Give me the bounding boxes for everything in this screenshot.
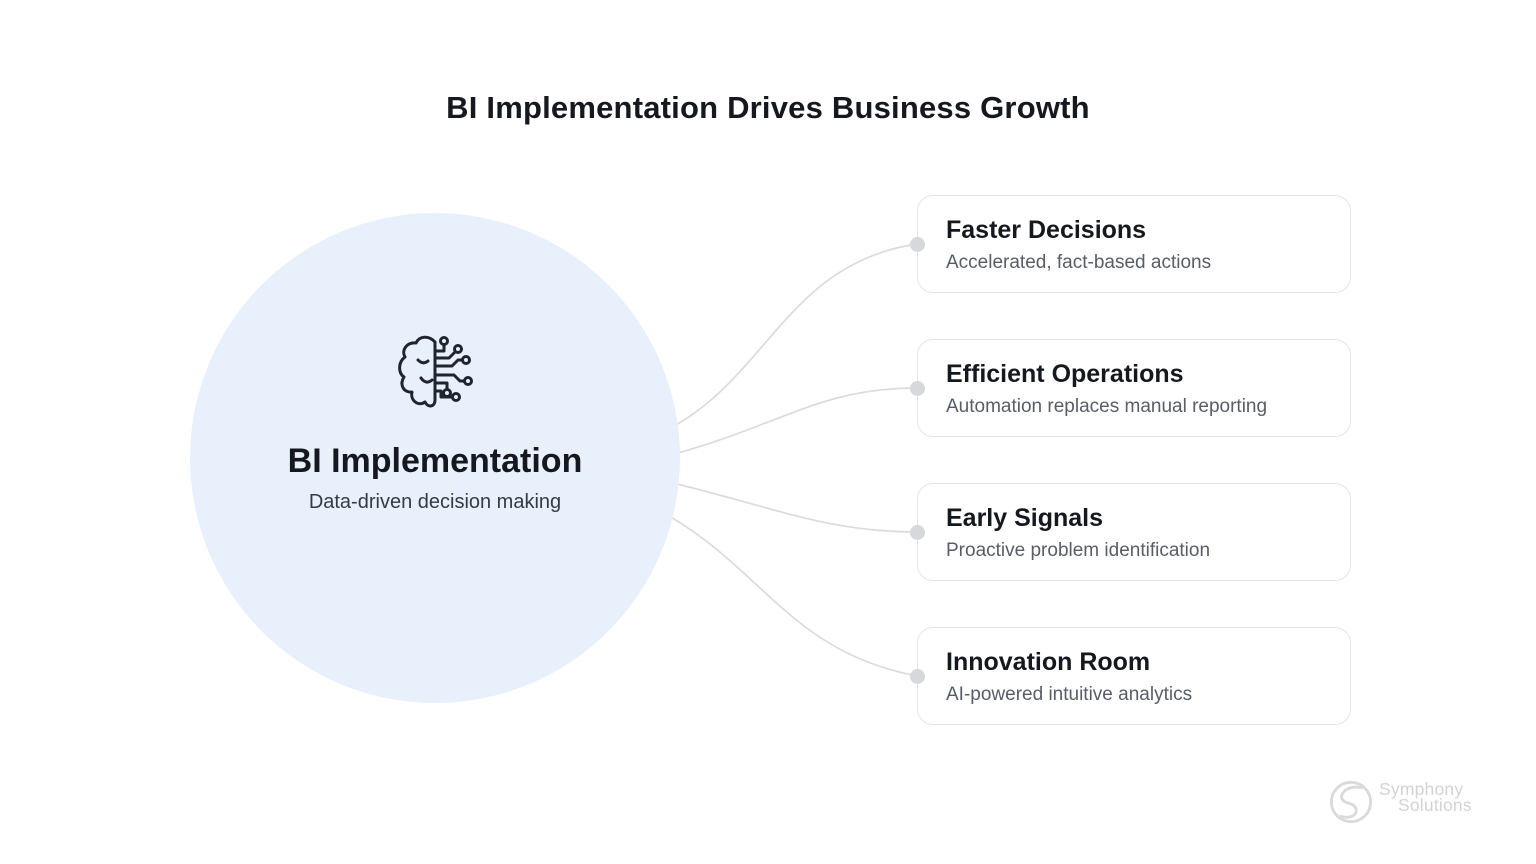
connector-dot [910, 524, 925, 540]
connector-dot [910, 668, 925, 684]
connector-line-innovation-room [637, 499, 918, 677]
brain-circuit-icon [398, 335, 473, 408]
benefit-card-innovation-room: Innovation Room AI-powered intuitive ana… [910, 627, 1351, 725]
benefit-title: Innovation Room [946, 648, 1151, 676]
benefit-description: Accelerated, fact-based actions [946, 252, 1212, 273]
brand-name-line2: Solutions [1398, 795, 1472, 815]
benefit-title: Early Signals [946, 504, 1104, 532]
benefit-description: Automation replaces manual reporting [946, 396, 1268, 417]
page-title: BI Implementation Drives Business Growth [446, 90, 1090, 125]
center-content: BI Implementation Data-driven decision m… [287, 330, 583, 514]
connector-dot [910, 236, 925, 252]
benefit-card-efficient-operations: Efficient Operations Automation replaces… [910, 339, 1351, 437]
connector-dot [910, 380, 925, 396]
benefit-description: AI-powered intuitive analytics [946, 684, 1193, 705]
center-subtitle: Data-driven decision making [308, 491, 562, 513]
benefit-card-early-signals: Early Signals Proactive problem identifi… [910, 483, 1351, 581]
brand-name-line1: Symphony [1379, 779, 1464, 799]
benefit-description: Proactive problem identification [946, 540, 1211, 561]
center-title: BI Implementation [287, 442, 583, 480]
connector-line-faster-decisions [637, 243, 918, 443]
benefit-card-faster-decisions: Faster Decisions Accelerated, fact-based… [910, 195, 1351, 293]
brand-name: Symphony Solutions [1379, 779, 1472, 815]
center-circle: BI Implementation Data-driven decision m… [190, 213, 680, 703]
connector-line-early-signals [651, 477, 918, 533]
symphony-swirl-icon [1329, 780, 1373, 824]
brand-logo: Symphony Solutions [1328, 779, 1472, 825]
connector-line-efficient-operations [651, 387, 918, 461]
benefit-title: Faster Decisions [946, 216, 1147, 244]
benefit-title: Efficient Operations [946, 360, 1184, 388]
